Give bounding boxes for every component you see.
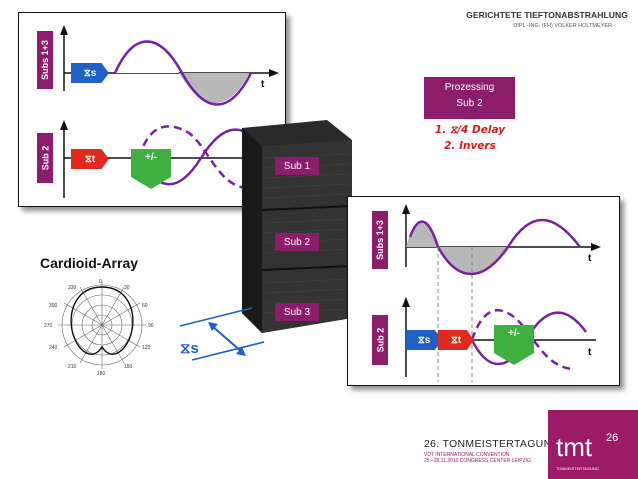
- sub1-label: Sub 1: [275, 157, 319, 175]
- polar-angle-30: 30: [124, 285, 130, 291]
- polar-angle-300: 300: [49, 303, 58, 309]
- tmt-logo-number: 26: [606, 432, 619, 444]
- right-waveform-panel: Subs 1+3 t Sub 2 ⧖s ⧖t +/- t: [347, 196, 620, 386]
- cardioid-title: Cardioid-Array: [40, 255, 139, 271]
- right-top-axis-t: t: [588, 253, 592, 264]
- polar-angle-120: 120: [142, 345, 151, 351]
- slide-title: GERICHTETE TIEFTONABSTRAHLUNG: [466, 10, 628, 20]
- event-convention: VDT INTERNATIONAL CONVENTION: [424, 452, 510, 458]
- left-bottom-label: Sub 2: [37, 133, 53, 183]
- polar-angle-0: 0: [99, 279, 102, 285]
- right-delay-s-tag: ⧖s: [406, 330, 442, 350]
- polar-angle-210: 210: [68, 364, 77, 370]
- spacing-label: ⧖s: [180, 340, 199, 357]
- tmt-logo: tmt 26 TONMEISTERTAGUNG: [548, 410, 638, 479]
- event-name: 26. TONMEISTERTAGUNG: [424, 438, 560, 450]
- processing-title-2: Sub 2: [456, 98, 483, 109]
- sub2-label: Sub 2: [275, 233, 319, 251]
- right-bottom-axis-t: t: [588, 347, 592, 358]
- slide-author: DIPL.-ING. (FH) VOLKER HOLTMEYER: [513, 23, 612, 29]
- tmt-logo-text: tmt: [556, 432, 593, 462]
- sub3-label: Sub 3: [275, 303, 319, 321]
- tmt-logo-tag: TONMEISTERTAGUNG: [556, 466, 599, 471]
- polar-angle-270: 270: [44, 323, 53, 329]
- event-footer: 26. TONMEISTERTAGUNG VDT INTERNATIONAL C…: [424, 438, 560, 464]
- speaker-stack: [232, 118, 362, 338]
- polar-angle-150: 150: [124, 364, 133, 370]
- right-delay-t-tag: ⧖t: [438, 330, 474, 350]
- right-bottom-label: Sub 2: [372, 315, 388, 365]
- speaker-cabinets: [242, 120, 353, 333]
- delay-s-tag: ⧖s: [71, 63, 109, 83]
- polar-angle-180: 180: [97, 371, 106, 377]
- right-waveform-diagram: [402, 204, 601, 382]
- spacing-arrow: [179, 307, 265, 361]
- polar-angle-240: 240: [49, 345, 58, 351]
- left-waveform-panel: Subs 1+3 ⧖s t Sub 2 ⧖t +/-: [18, 12, 286, 207]
- processing-box: Prozessing Sub 2: [424, 77, 515, 119]
- polar-angle-60: 60: [142, 303, 148, 309]
- processing-step-1: 1. ⧖/4 Delay: [434, 124, 506, 136]
- delay-t-tag: ⧖t: [71, 149, 109, 169]
- processing-title-1: Prozessing: [444, 82, 495, 93]
- cardioid-polar-plot: 0 30 60 90 120 150 180 210 240 270 300 3…: [44, 279, 154, 377]
- left-waveform-diagram: [60, 25, 279, 198]
- right-top-label: Subs 1+3: [372, 211, 388, 269]
- left-top-label: Subs 1+3: [37, 31, 53, 89]
- left-top-axis-t: t: [261, 79, 265, 90]
- event-dates: 25.–28.11.2010 CONGRESS CENTER LEIPZIG: [424, 458, 531, 464]
- polar-angle-90: 90: [148, 323, 154, 329]
- processing-step-2: 2. Invers: [444, 140, 496, 152]
- polar-angle-330: 330: [68, 285, 77, 291]
